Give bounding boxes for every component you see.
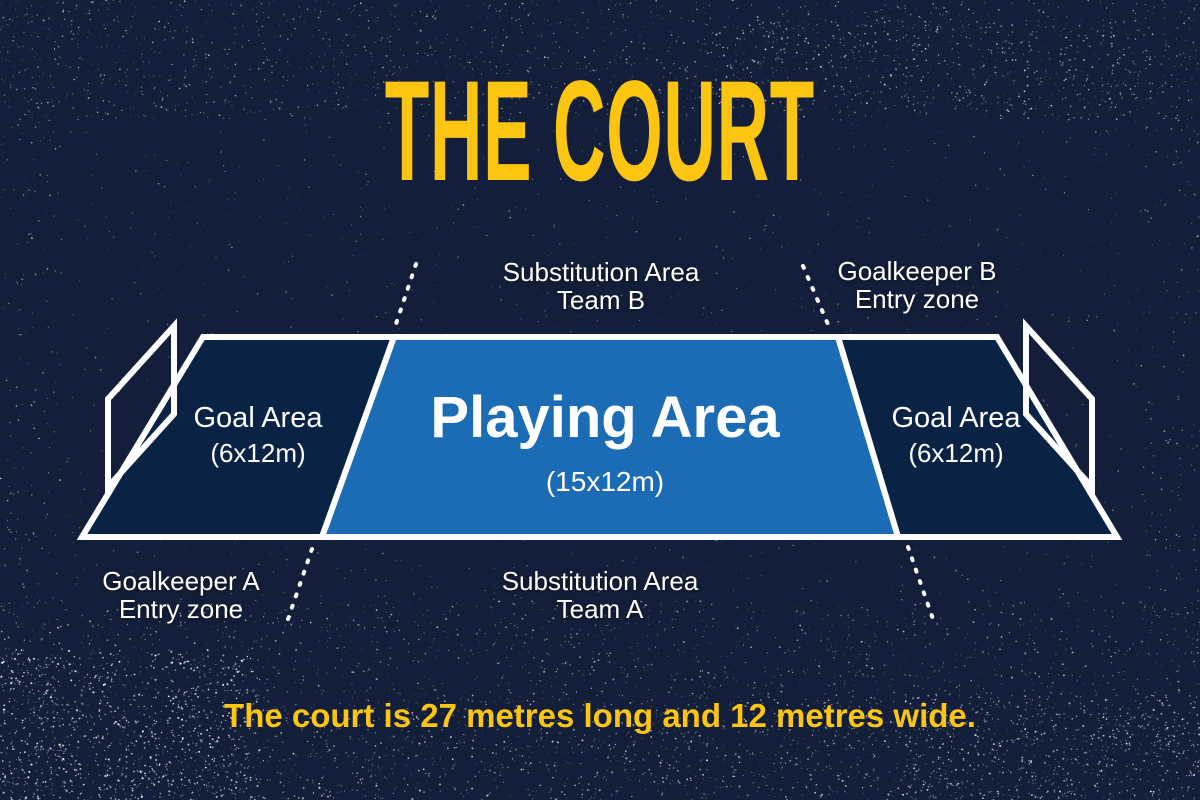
goalkeeper-b-entry-zone-label-line2: Entry zone <box>855 284 979 314</box>
substitution-area-team-a-label-line2: Team A <box>557 594 644 624</box>
goal-frames <box>105 318 1095 495</box>
playing-area-label: Playing Area <box>430 385 780 450</box>
goal-area-left-label: Goal Area <box>194 402 324 434</box>
substitution-area-team-b-label-line1: Substitution Area <box>503 257 700 287</box>
goalkeeper-a-entry-zone-label-line1: Goalkeeper A <box>102 566 260 596</box>
dotted-line-top-right <box>801 264 832 331</box>
footer-caption: The court is 27 metres long and 12 metre… <box>224 697 976 734</box>
page-title: THE COURT <box>385 51 815 211</box>
dotted-line-bottom-right <box>906 545 936 624</box>
substitution-area-team-a-label-line1: Substitution Area <box>502 566 699 596</box>
court-surface-labels: Goal Area (6x12m) Playing Area (15x12m) … <box>194 385 1022 497</box>
dotted-leader-lines <box>285 262 936 624</box>
court-annotations: Substitution Area Team B Goalkeeper B En… <box>102 256 996 624</box>
goal-frame-right-icon <box>1023 318 1095 495</box>
goal-frame-left-icon <box>105 318 177 495</box>
substitution-area-team-b-label-line2: Team B <box>557 285 645 315</box>
goalkeeper-b-entry-zone-label-line1: Goalkeeper B <box>838 256 997 286</box>
goal-area-right-label: Goal Area <box>892 402 1022 434</box>
goalkeeper-a-entry-zone-label-line2: Entry zone <box>119 594 243 624</box>
dotted-line-bottom-left <box>285 547 314 624</box>
goal-area-left-dimensions: (6x12m) <box>210 438 305 468</box>
court-surfaces <box>76 334 1123 540</box>
dotted-line-top-left <box>392 262 418 332</box>
playing-area-dimensions: (15x12m) <box>546 466 664 497</box>
goal-area-right-dimensions: (6x12m) <box>908 438 1003 468</box>
playing-area-surface <box>317 334 903 540</box>
